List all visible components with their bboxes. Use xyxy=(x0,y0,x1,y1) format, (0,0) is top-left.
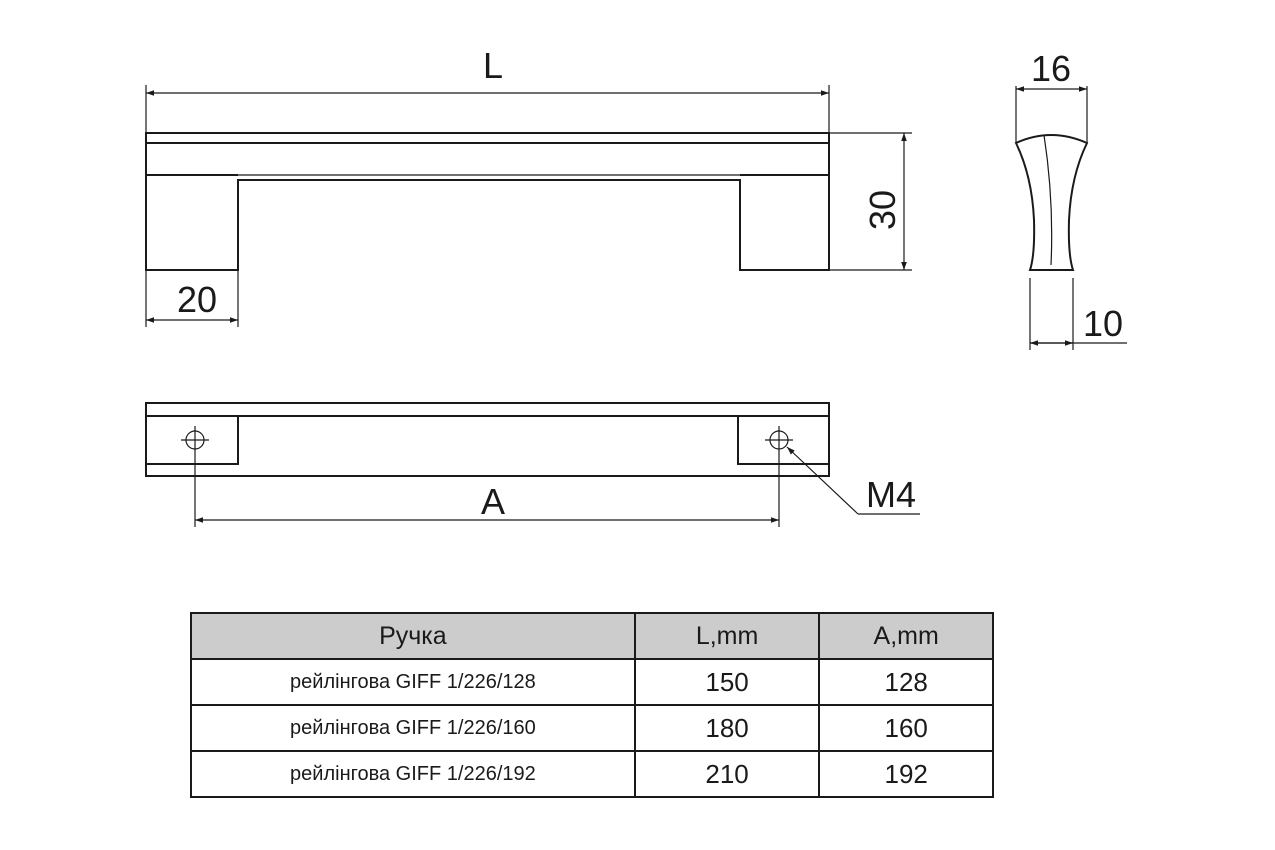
model-name-cell: рейлінгова GIFF 1/226/192 xyxy=(190,750,636,798)
table-row: рейлінгова GIFF 1/226/128 150 128 xyxy=(190,658,994,706)
base-width-label: 10 xyxy=(1083,303,1123,344)
length-dimension: L xyxy=(145,45,830,133)
foot-width-dimension: 20 xyxy=(145,270,239,327)
column-header: A,mm xyxy=(818,612,994,660)
height-label: 30 xyxy=(862,190,903,230)
model-name-cell: рейлінгова GIFF 1/226/160 xyxy=(190,704,636,752)
thread-label: M4 xyxy=(866,474,916,515)
front-view xyxy=(145,132,830,271)
spacing-cell: 160 xyxy=(818,704,994,752)
length-cell: 180 xyxy=(633,704,821,752)
side-view: 16 10 xyxy=(1014,48,1127,350)
model-name-cell: рейлінгова GIFF 1/226/128 xyxy=(190,658,636,706)
foot-width-label: 20 xyxy=(177,279,217,320)
hole-spacing-label: A xyxy=(481,481,505,522)
column-header: L,mm xyxy=(633,612,821,660)
spacing-cell: 128 xyxy=(818,658,994,706)
length-cell: 210 xyxy=(633,750,821,798)
hole-spacing-dimension: A xyxy=(194,454,780,527)
table-header-row: Ручка L,mm A,mm xyxy=(190,612,994,660)
thread-callout: M4 xyxy=(786,446,920,515)
height-dimension: 30 xyxy=(829,132,912,271)
table-row: рейлінгова GIFF 1/226/192 210 192 xyxy=(190,750,994,798)
table-row: рейлінгова GIFF 1/226/160 180 160 xyxy=(190,704,994,752)
spacing-cell: 192 xyxy=(818,750,994,798)
size-table: Ручка L,mm A,mm рейлінгова GIFF 1/226/12… xyxy=(190,612,994,798)
length-cell: 150 xyxy=(633,658,821,706)
column-header: Ручка xyxy=(190,612,636,660)
side-width-label: 16 xyxy=(1031,48,1071,89)
bottom-view xyxy=(145,402,830,477)
length-label: L xyxy=(483,45,503,86)
